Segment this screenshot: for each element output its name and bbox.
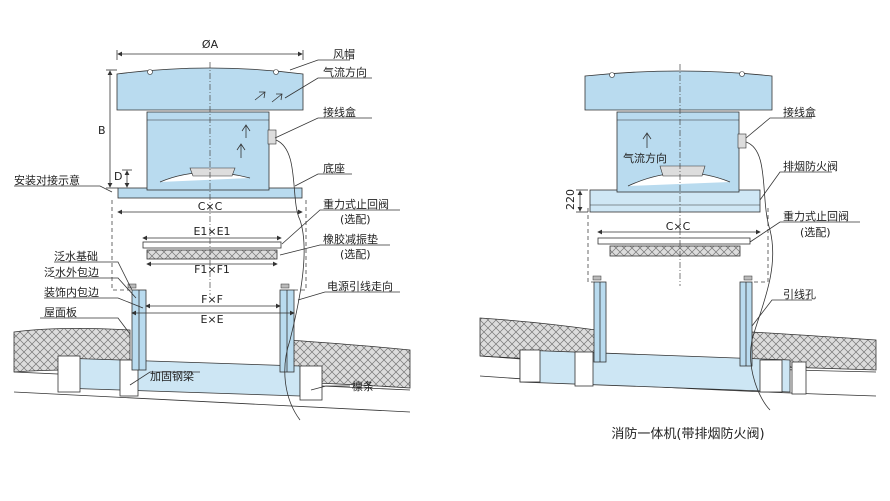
caption-right: 消防一体机(带排烟防火阀) [611,426,764,442]
dim-cxc-left: C×C [198,200,223,213]
label-decor-inner: 装饰内包边 [44,285,99,299]
label-flashing-outer: 泛水外包边 [44,266,99,279]
label-check-valve-right: 重力式止回阀 [783,209,849,223]
junction-box-left [267,129,277,145]
label-install-docking: 安装对接示意 [14,173,80,187]
purlin [57,355,81,393]
dim-220: 220 [564,189,577,210]
dim-cxc-right: C×C [666,220,691,233]
dim-e1xe1: E1×E1 [193,225,230,238]
label-base: 底座 [323,161,345,175]
label-junction-box-right: 接线盒 [783,105,816,119]
smoke-damper [589,189,761,213]
label-lead-hole: 引线孔 [783,287,816,301]
label-roof-panel: 屋面板 [44,305,77,319]
dim-exe: E×E [200,313,223,326]
label-power-lead: 电源引线走向 [327,279,393,293]
label-hood: 风帽 [333,48,355,61]
dim-d: D [114,170,122,183]
label-check-valve-opt-right: (选配) [800,226,831,239]
label-steel-beam: 加固钢梁 [150,369,194,383]
label-check-valve-left: 重力式止回阀 [323,197,389,211]
label-purlin: 檩条 [352,379,374,393]
dim-fxf: F×F [201,293,223,306]
dim-phi-a: ØA [202,38,219,51]
label-flashing-base: 泛水基础 [54,250,98,263]
right-diagram: 220 C×C 接线盒 气流方向 排烟防火阀 重力式止回阀 (选配) 引线孔 消… [479,64,877,442]
label-airflow-right: 气流方向 [623,151,667,165]
rubber-pad [146,249,278,260]
label-rubber-pad-opt: (选配) [340,248,371,261]
check-valve [142,241,282,249]
dim-b: B [98,124,106,137]
label-check-valve-opt-left: (选配) [340,213,371,226]
label-smoke-damper: 排烟防火阀 [783,159,838,173]
label-airflow-left: 气流方向 [323,65,367,79]
label-junction-box-left: 接线盒 [323,105,356,119]
left-diagram: ØA B D C×C E1×E1 F1×F1 F×F E×E [13,38,411,421]
dim-f1xf1: F1×F1 [194,263,230,276]
label-rubber-pad: 橡胶减振垫 [323,232,378,246]
